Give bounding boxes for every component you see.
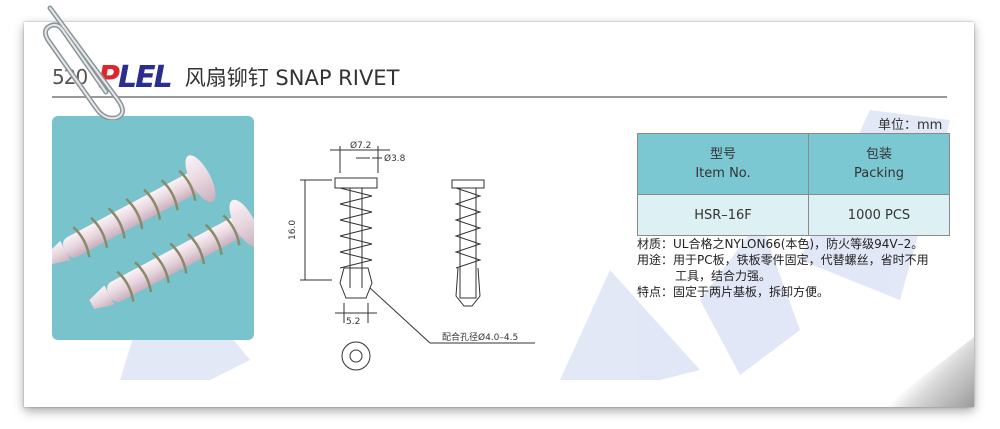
item-no-cell: HSR–16F [637,194,809,236]
product-notes: 材质：UL合格之NYLON66(本色)，防火等级94V–2。 用途：用于PC板，… [637,236,947,300]
material-note: 材质：UL合格之NYLON66(本色)，防火等级94V–2。 [637,237,924,251]
paper-clip-icon [42,5,125,120]
hole-note-label: 配合孔径Ø4.0–4.5 [442,331,518,343]
page-title: 风扇铆钉 SNAP RIVET [184,66,400,90]
usage-note-cont: 工具，结合力强。 [675,269,772,283]
table-row: HSR–16F 1000 PCS [637,194,950,236]
dim-head-label: Ø7.2 [350,140,371,151]
dim-length-label: 16.0 [288,220,298,240]
technical-drawing: Ø7.2 Ø3.8 16.0 5.2 配合孔径Ø4.0–4.5 [280,128,580,373]
feature-note: 特点：固定于两片基板，拆卸方便。 [637,285,830,299]
packing-cell: 1000 PCS [808,194,950,236]
unit-label: 单位：mm [878,118,943,133]
dim-shaft-label: Ø3.8 [384,153,406,164]
page-curl [884,337,974,407]
header-rule [52,96,947,98]
usage-note: 用途：用于PC板，铁板零件固定，代替螺丝，省时不用 [637,253,929,267]
product-photo [52,116,254,340]
dim-width-label: 5.2 [346,317,360,327]
